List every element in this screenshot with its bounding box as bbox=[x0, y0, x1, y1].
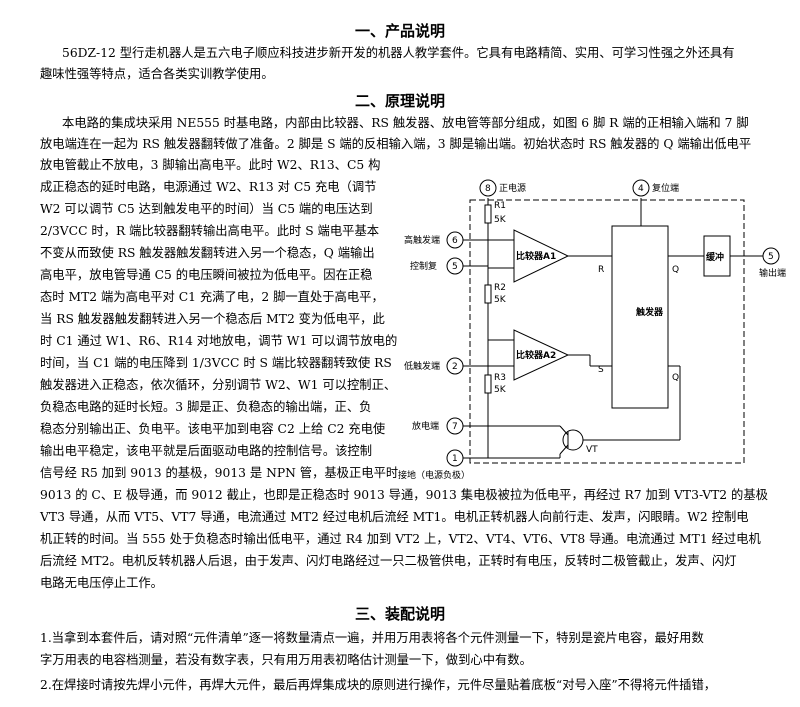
principle-left-line: 时间，当 C1 端的电压降到 1/3VCC 时 S 端比较器翻转致使 RS bbox=[40, 356, 392, 370]
r3-label: R3 bbox=[494, 373, 506, 383]
pin-3-label: 5 bbox=[768, 252, 774, 262]
pin-8-label: 8 bbox=[485, 184, 491, 194]
pin-3-output bbox=[762, 247, 780, 265]
vcc-label: 正电源 bbox=[499, 182, 526, 194]
flip-flop-block bbox=[611, 225, 669, 409]
section-title-product: 一、产品说明 bbox=[354, 22, 445, 40]
principle-top-line-1: 本电路的集成块采用 NE555 时基电路，内部由比较器、RS 触发器、放电管等部… bbox=[62, 116, 749, 130]
comparator-a1 bbox=[513, 229, 570, 283]
low-trigger-label: 低触发端 bbox=[404, 360, 440, 372]
buffer-block bbox=[703, 235, 731, 277]
section-title-assembly: 三、装配说明 bbox=[354, 605, 445, 623]
chip-boundary bbox=[469, 199, 745, 464]
principle-left-line: 触发器进入正稳态，依次循环，分别调节 W2、W1 可以控制正、 bbox=[40, 378, 397, 392]
comparator-a2 bbox=[513, 329, 570, 381]
product-line-2: 趣味性强等特点，适合各类实训教学使用。 bbox=[40, 67, 274, 81]
pin-5-label: 5 bbox=[452, 262, 458, 272]
principle-left-line: 负稳态电路的延时长短。3 脚是正、负稳态的输出端，正、负 bbox=[40, 400, 372, 414]
pin-5 bbox=[446, 257, 464, 275]
principle-left-line: 输出电平稳定，该电平就是后面驱动电路的控制信号。该控制 bbox=[40, 444, 373, 458]
resistor-r3 bbox=[484, 374, 492, 394]
resistor-r1 bbox=[484, 204, 492, 224]
principle-bottom-line: VT3 导通，从而 VT5、VT7 导通，电流通过 MT2 经过电机后流经 MT… bbox=[40, 510, 749, 524]
pin-2 bbox=[446, 357, 464, 375]
flip-flop-label: 触发器 bbox=[635, 306, 664, 318]
pin-2-label: 2 bbox=[452, 362, 458, 372]
ground-label: 接地（电源负极） bbox=[398, 469, 470, 481]
principle-left-line: 放电管截止不放电，3 脚输出高电平。此时 W2、R13、C5 构 bbox=[40, 158, 381, 172]
q-output-label: Q bbox=[672, 265, 679, 275]
resistor-r2 bbox=[484, 284, 492, 304]
discharge-label: 放电端 bbox=[412, 420, 439, 432]
r2-value: 5K bbox=[494, 295, 507, 305]
principle-left-line: 信号经 R5 加到 9013 的基极，9013 是 NPN 管，基极正电平时 bbox=[40, 466, 399, 480]
principle-bottom-line: 后流经 MT2。电机反转机器人后退，由于发声、闪灯电路经过一只二极管供电，正转时… bbox=[40, 554, 737, 568]
pin-4 bbox=[632, 179, 650, 197]
vt-label: VT bbox=[586, 445, 598, 455]
principle-left-line: 高电平，放电管导通 C5 的电压瞬间被拉为低电平。因在正稳 bbox=[40, 268, 373, 282]
output-label: 输出端 bbox=[759, 267, 786, 279]
r1-value: 5K bbox=[494, 215, 507, 225]
pin-1 bbox=[446, 449, 464, 467]
pin-1-label: 1 bbox=[452, 454, 458, 464]
pin-7-label: 7 bbox=[452, 422, 458, 432]
principle-left-line: 时 C1 通过 W1、R6、R14 对地放电，调节 W1 可以调节放电的 bbox=[40, 334, 398, 348]
principle-left-line: 当 RS 触发器触发翻转进入另一个稳态后 MT2 变为低电平，此 bbox=[40, 312, 385, 326]
pin-4-label: 4 bbox=[638, 184, 644, 194]
principle-left-line: 2/3VCC 时，R 端比较器翻转输出高电平。此时 S 端电平基本 bbox=[40, 224, 380, 238]
principle-left-line: W2 可以调节 C5 达到触发电平的时间）当 C5 端的电压达到 bbox=[40, 202, 373, 216]
assembly-line: 1.当拿到本套件后，请对照“元件清单”逐一将数量清点一遍，并用万用表将各个元件测… bbox=[40, 631, 704, 645]
principle-bottom-line: 机正转的时间。当 555 处于负稳态时输出低电平，通过 R4 加到 VT2 上，… bbox=[40, 532, 761, 546]
r2-label: R2 bbox=[494, 283, 506, 293]
principle-left-line: 不变从而致使 RS 触发器触发翻转进入另一个稳态，Q 端输出 bbox=[40, 246, 375, 260]
principle-left-line: 态时 MT2 端为高电平对 C1 充满了电，2 脚一直处于高电平， bbox=[40, 290, 384, 304]
pin-8 bbox=[479, 179, 497, 197]
principle-bottom-line: 9013 的 C、E 极导通，而 9012 截止，也即是正稳态时 9013 导通… bbox=[40, 488, 768, 502]
control-label: 控制复 bbox=[410, 260, 437, 272]
r3-value: 5K bbox=[494, 385, 507, 395]
comparator-a2-label: 比较器A2 bbox=[516, 349, 556, 361]
principle-bottom-line: 电路无电压停止工作。 bbox=[40, 576, 163, 590]
reset-label: 复位端 bbox=[652, 182, 679, 194]
qbar-output-label: Q bbox=[672, 373, 679, 383]
product-line-1: 56DZ-12 型行走机器人是五六电子顺应科技进步新开发的机器人教学套件。它具有… bbox=[62, 46, 735, 60]
r-input-label: R bbox=[598, 265, 604, 275]
r1-label: R1 bbox=[494, 201, 506, 211]
pin-7 bbox=[446, 417, 464, 435]
comparator-a1-label: 比较器A1 bbox=[516, 250, 556, 262]
section-title-principle: 二、原理说明 bbox=[354, 92, 445, 110]
principle-left-line: 成正稳态的延时电路，电源通过 W2、R13 对 C5 充电（调节 bbox=[40, 180, 377, 194]
pin-6 bbox=[446, 231, 464, 249]
principle-top-line-2: 放电端连在一起为 RS 触发器翻转做了准备。2 脚是 S 端的反相输入端，3 脚… bbox=[40, 137, 752, 151]
ne555-block-diagram: 8 4 6 5 2 7 1 5 正电源 复位端 高触发端 控制复 低触发端 放电… bbox=[398, 179, 786, 481]
assembly-line: 字万用表的电容档测量，若没有数字表，只有用万用表初略估计测量一下，做到心中有数。 bbox=[40, 653, 532, 667]
buffer-label: 缓冲 bbox=[706, 251, 724, 263]
assembly-line: 2.在焊接时请按先焊小元件，再焊大元件，最后再焊集成块的原则进行操作，元件尽量贴… bbox=[40, 678, 717, 692]
high-trigger-label: 高触发端 bbox=[404, 234, 440, 246]
pin-6-label: 6 bbox=[452, 236, 458, 246]
principle-left-line: 稳态分别输出正、负电平。该电平加到电容 C2 上给 C2 充电使 bbox=[40, 422, 386, 436]
s-input-label: S bbox=[598, 365, 604, 375]
